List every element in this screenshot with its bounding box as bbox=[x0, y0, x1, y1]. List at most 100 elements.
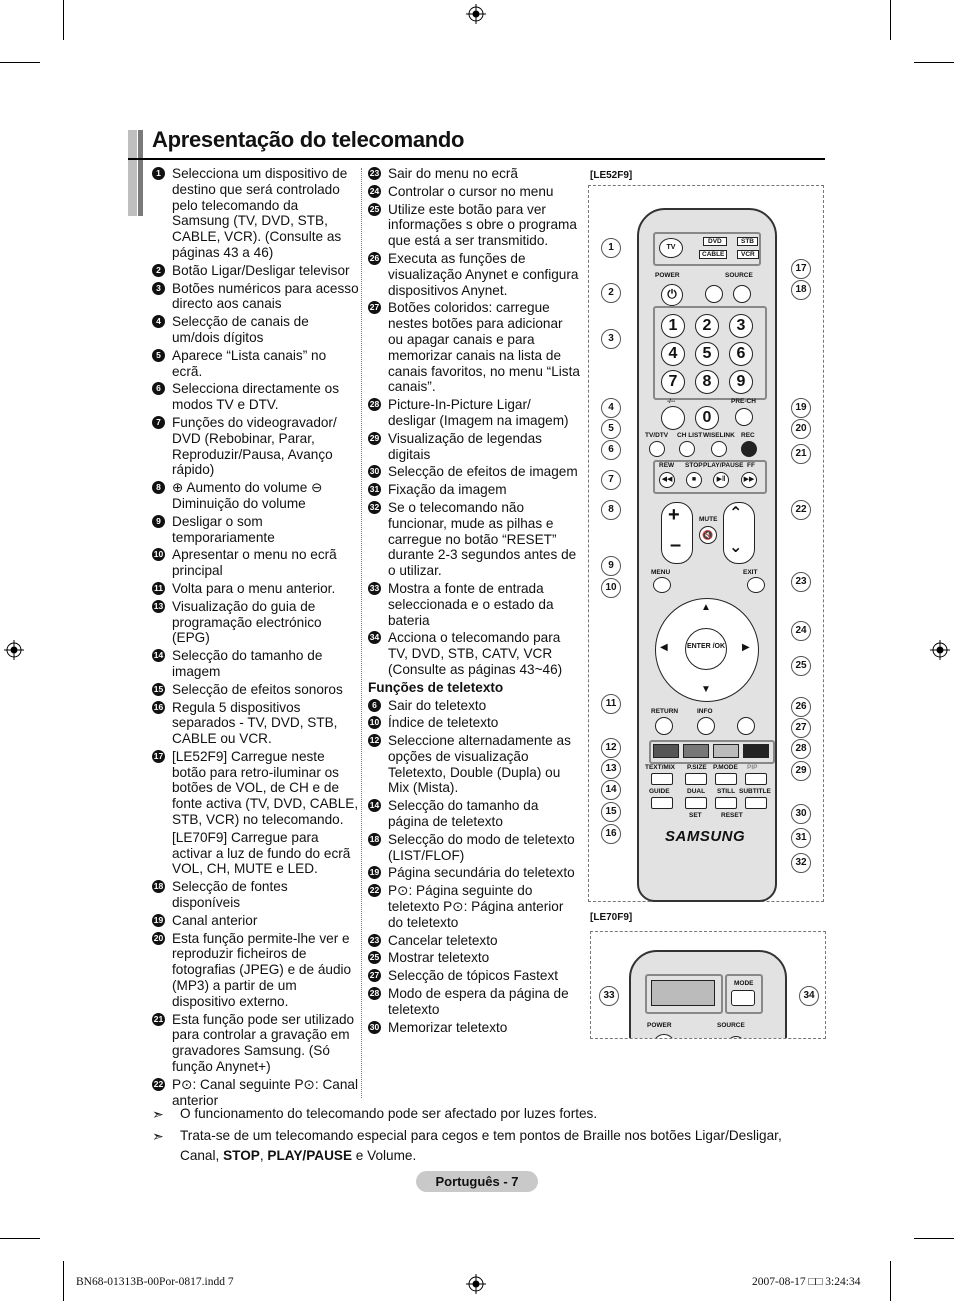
digit-button[interactable]: 7 bbox=[661, 370, 685, 394]
title-rule bbox=[128, 130, 825, 160]
blue-key-button[interactable] bbox=[743, 744, 769, 758]
enter-ok-button[interactable]: ENTER /OK bbox=[685, 628, 727, 670]
textmix-button[interactable] bbox=[651, 773, 673, 785]
chlist-label: CH LIST bbox=[677, 432, 703, 439]
item-number-badge: 25 bbox=[368, 951, 381, 965]
digit-button[interactable]: 9 bbox=[729, 370, 753, 394]
menu-button[interactable] bbox=[653, 577, 671, 593]
item-number-badge: 27 bbox=[368, 969, 381, 983]
anynet-button[interactable] bbox=[737, 717, 755, 735]
info-label: INFO bbox=[697, 708, 713, 715]
play-pause-button[interactable]: ▶‖ bbox=[713, 472, 729, 488]
item-text: Sair do menu no ecrã bbox=[388, 166, 518, 181]
vcr-button[interactable]: VCR bbox=[737, 250, 759, 259]
still-button[interactable] bbox=[715, 797, 737, 809]
mode-button[interactable] bbox=[731, 990, 755, 1006]
channel-rocker[interactable] bbox=[723, 502, 755, 564]
callout-marker: 32 bbox=[791, 853, 811, 873]
green-key-button[interactable] bbox=[683, 744, 709, 758]
crop-mark bbox=[0, 1238, 40, 1239]
guide-button[interactable] bbox=[651, 797, 673, 809]
digit-button[interactable]: 2 bbox=[695, 314, 719, 338]
volume-up-icon: + bbox=[668, 504, 680, 526]
registration-mark-icon bbox=[930, 640, 950, 660]
item-number-badge: 32 bbox=[368, 500, 381, 514]
digit-button[interactable]: 4 bbox=[661, 342, 685, 366]
item-text: Selecção do tamanho de imagem bbox=[172, 648, 323, 679]
prech-button[interactable] bbox=[735, 408, 753, 426]
fast-forward-button[interactable]: ▶▶ bbox=[741, 472, 757, 488]
digit-button[interactable]: 3 bbox=[729, 314, 753, 338]
rec-button[interactable] bbox=[741, 441, 757, 457]
arrow-down-icon: ▼ bbox=[701, 684, 711, 695]
power-button[interactable] bbox=[653, 1034, 675, 1038]
source-button[interactable] bbox=[727, 1036, 745, 1038]
exit-button[interactable] bbox=[747, 577, 765, 593]
callout-marker: 3 bbox=[601, 329, 621, 349]
chlist-button[interactable] bbox=[679, 441, 695, 457]
pip-button[interactable] bbox=[745, 773, 767, 785]
digit-button[interactable]: 5 bbox=[695, 342, 719, 366]
digit-button[interactable]: 1 bbox=[661, 314, 685, 338]
power-button[interactable]: ⏻ bbox=[661, 284, 683, 306]
item-text: Seleccione alternadamente as opções de v… bbox=[388, 733, 571, 796]
return-button[interactable] bbox=[655, 717, 673, 735]
rewind-button[interactable]: ◀◀ bbox=[659, 472, 675, 488]
item-text: Regula 5 dispositivos separados - TV, DV… bbox=[172, 699, 338, 747]
callout-marker: 11 bbox=[601, 694, 621, 714]
note-text: Trata-se de um telecomando especial para… bbox=[180, 1128, 782, 1163]
item-text: Selecção de tópicos Fastext bbox=[388, 968, 559, 984]
digit-button[interactable]: 8 bbox=[695, 370, 719, 394]
callout-marker: 26 bbox=[791, 697, 811, 717]
pmode-button[interactable] bbox=[715, 773, 737, 785]
cable-button[interactable]: CABLE bbox=[699, 250, 728, 259]
callout-marker: 18 bbox=[791, 280, 811, 300]
title-accent-bar bbox=[128, 130, 137, 216]
digit-button[interactable]: 0 bbox=[695, 406, 719, 430]
callout-marker: 19 bbox=[791, 398, 811, 418]
wiselink-button[interactable] bbox=[711, 441, 727, 457]
volume-rocker[interactable] bbox=[661, 502, 693, 564]
item-text: Picture-In-Picture Ligar/ desligar (Imag… bbox=[388, 397, 569, 428]
stop-label: STOP bbox=[685, 462, 703, 469]
yellow-key-button[interactable] bbox=[713, 744, 739, 758]
stop-button[interactable]: ■ bbox=[686, 472, 702, 488]
teletext-heading: Funções de teletexto bbox=[368, 679, 504, 695]
item-number-badge: 3 bbox=[152, 281, 165, 295]
item-number-badge: 22 bbox=[368, 884, 381, 898]
dvd-button[interactable]: DVD bbox=[703, 237, 727, 246]
light-button[interactable] bbox=[705, 285, 723, 303]
dash-button[interactable] bbox=[661, 406, 685, 430]
psize-button[interactable] bbox=[685, 773, 707, 785]
tvdtv-button[interactable] bbox=[649, 441, 665, 457]
stb-button[interactable]: STB bbox=[737, 237, 758, 246]
item-number-badge: 33 bbox=[368, 581, 381, 595]
source-button[interactable] bbox=[733, 285, 751, 303]
callout-marker: 20 bbox=[791, 419, 811, 439]
red-key-button[interactable] bbox=[653, 744, 679, 758]
samsung-logo: SAMSUNG bbox=[665, 828, 746, 845]
item-text: Selecção do tamanho da página de teletex… bbox=[388, 798, 539, 830]
crop-mark bbox=[914, 1238, 954, 1239]
feature-item: [LE70F9] Carregue para activar a luz de … bbox=[152, 830, 359, 877]
item-text: Selecção de efeitos sonoros bbox=[172, 681, 343, 697]
digit-button[interactable]: 6 bbox=[729, 342, 753, 366]
dual-button[interactable] bbox=[685, 797, 707, 809]
mute-button[interactable]: 🔇 bbox=[699, 526, 717, 544]
tv-button[interactable]: TV bbox=[659, 238, 683, 258]
callout-marker: 23 bbox=[791, 572, 811, 592]
info-button[interactable] bbox=[697, 717, 715, 735]
subtitle-button[interactable] bbox=[745, 797, 767, 809]
